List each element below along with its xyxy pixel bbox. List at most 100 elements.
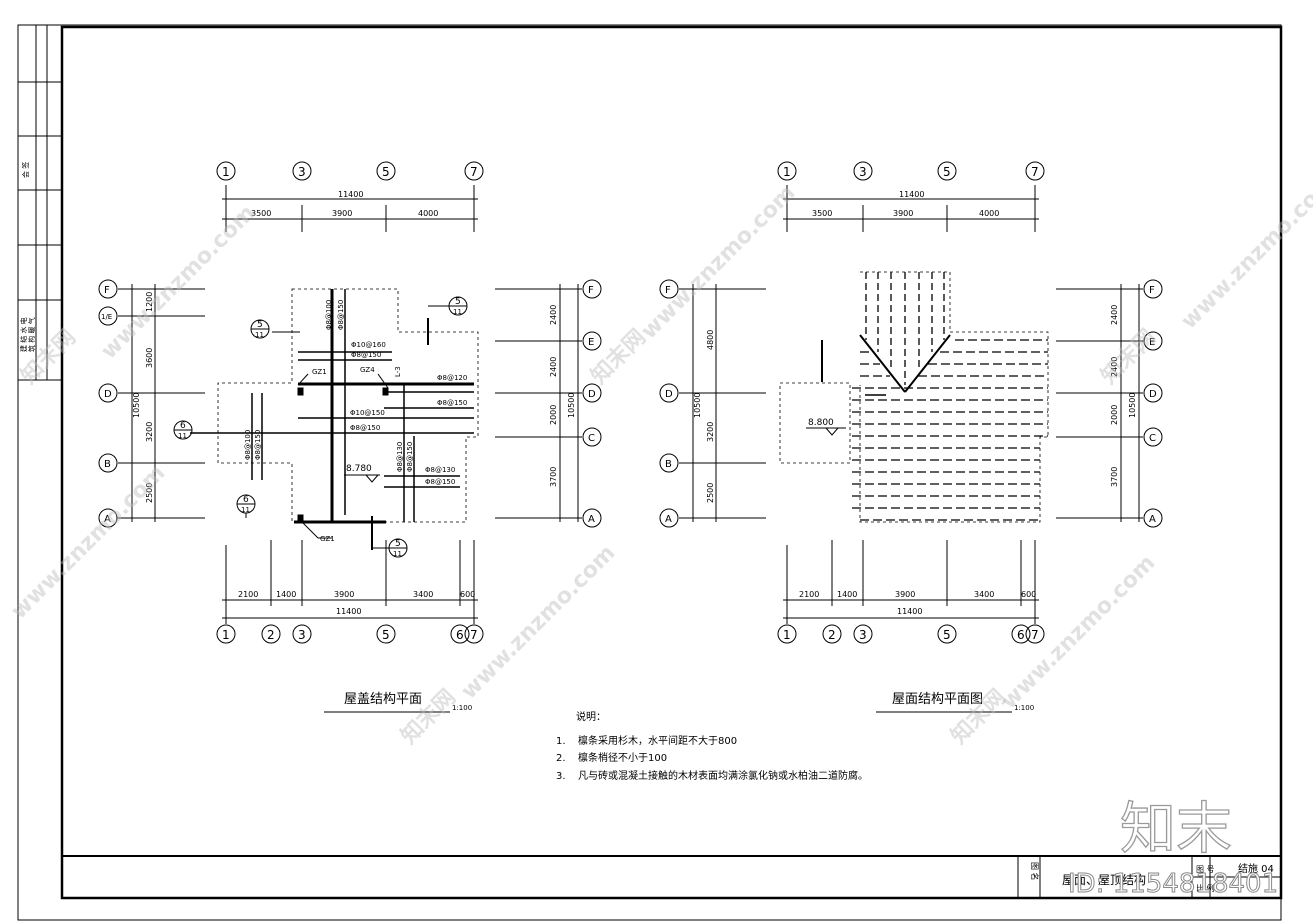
rp-axis-right-A: A [1149,514,1156,525]
label-drawing-name: 图 名 [1030,862,1040,881]
note-3-num: 3. [556,771,566,782]
rp-axis-right-C: C [1149,433,1156,444]
watermark-site-2: www.znzmo.com [637,180,801,344]
rp-dim-right-3: 2000 [1110,405,1119,425]
rp-dim-bot-2: 1400 [837,590,857,599]
inner-border [60,25,1283,900]
watermark-logo: 知末 [1120,797,1232,862]
label-drawing-number: 图 号 [1196,865,1215,874]
rp-axis-bot-3: 3 [859,628,867,642]
rp-dim-left-2: 3200 [706,422,715,442]
lp-axis-top-3: 3 [298,165,306,179]
lp-sec-e-sheet: 11 [241,506,250,514]
watermark-site-6: www.znzmo.com [7,460,171,624]
lp-rebar-4: Φ8@150 [351,351,381,359]
lp-axis-bot-5: 5 [382,628,390,642]
rp-axis-bot-7: 7 [1031,628,1039,642]
rp-dim-top-2: 3900 [893,209,913,218]
lp-rebar-13: Φ8@130 [425,466,455,474]
lp-sec-d-num: 6 [180,421,186,431]
drawing-name: 屋面、屋顶结构 [1062,872,1146,887]
lp-dim-top-2: 3900 [332,209,352,218]
note-2-text: 檩条梢径不小于100 [578,751,667,764]
lp-rebar-6: Φ8@150 [437,399,467,407]
rp-dim-top-3: 4000 [979,209,999,218]
lp-rebar-2: Φ8@150 [337,300,345,330]
lp-gz1a: GZ1 [312,368,327,376]
lp-rebar-7: Φ10@150 [350,409,385,417]
lp-rebar-9: Φ8@100 [244,430,252,460]
watermark-brand-2: 知末网 [586,324,651,389]
rp-dim-right-4: 3700 [1110,467,1119,487]
lp-elevation: 8.780 [346,464,372,474]
lp-dim-right-1: 2400 [549,305,558,325]
lp-dim-bot-1: 2100 [238,590,258,599]
lp-dim-bot-5: 600 [460,590,475,599]
rp-axis-bot-2: 2 [828,628,836,642]
lp-rebar-3: Φ10@160 [351,341,386,349]
lp-dim-right-2: 2400 [549,357,558,377]
strip-text-b: 建 结 水 电 [19,317,28,352]
outer-border [17,24,1282,921]
lp-axis-bot-2: 2 [267,628,275,642]
lp-axis-right-F: F [588,285,594,296]
rp-axis-bot-5: 5 [943,628,951,642]
lp-l3: L-3 [394,366,402,377]
lp-axis-left-B: B [104,459,111,470]
rp-dim-left-1: 4800 [706,330,715,350]
note-3-text: 凡与砖或混凝土接触的木材表面均满涂氯化钠或水柏油二道防腐。 [578,769,868,782]
lp-rebar-14: Φ8@150 [425,478,455,486]
rp-axis-left-B: B [665,459,672,470]
title-block-lines [1017,856,1281,898]
rp-title: 屋面结构平面图 [892,692,983,707]
watermarks: www.znzmo.com www.znzmo.com www.znzmo.co… [7,170,1313,749]
lp-axis-top-7: 7 [470,165,478,179]
notes-heading: 说明： [576,710,606,723]
watermark-site-3: www.znzmo.com [1177,170,1313,334]
rp-dim-left-total: 10500 [693,393,702,418]
lp-dim-right-3: 2000 [549,405,558,425]
rp-axis-top-7: 7 [1031,165,1039,179]
rp-dim-right-1: 2400 [1110,305,1119,325]
watermark-site-4: www.znzmo.com [457,540,621,704]
rp-elevation: 8.800 [808,418,834,428]
lp-axis-top-1: 1 [222,165,230,179]
lp-rebar-10: Φ8@150 [254,430,262,460]
rp-axis-top-3: 3 [859,165,867,179]
lp-axis-left-A: A [104,514,111,525]
lp-dim-left-3: 3200 [145,422,154,442]
lp-dim-top-3: 4000 [418,209,438,218]
left-strip [18,25,62,381]
rp-scale: 1:100 [1014,704,1034,712]
lp-sec-c-sheet: 11 [393,550,402,558]
lp-axis-bot-6: 6 [456,628,464,642]
lp-axis-right-D: D [588,389,596,400]
rp-axis-bot-1: 1 [783,628,791,642]
lp-axis-right-E: E [588,337,594,348]
lp-dim-bot-4: 3400 [413,590,433,599]
lp-dim-left-1: 1200 [145,292,154,312]
rp-dim-top-1: 3500 [812,209,832,218]
lp-axis-bot-3: 3 [298,628,306,642]
lp-axis-left-F: F [104,285,110,296]
lp-axis-top-5: 5 [382,165,390,179]
rp-axis-right-F: F [1149,285,1155,296]
lp-axis-right-C: C [588,433,595,444]
lp-sec-c-num: 5 [395,539,401,549]
watermark-brand-3: 知末网 [1096,324,1161,389]
rp-dim-bot-5: 600 [1021,590,1036,599]
lp-dim-left-4: 2500 [145,483,154,503]
lp-dim-right-4: 3700 [549,467,558,487]
lp-axis-left-D: D [104,389,112,400]
rp-axis-bot-6: 6 [1017,628,1025,642]
lp-dim-top-1: 3500 [251,209,271,218]
rp-dim-bot-3: 3900 [895,590,915,599]
lp-rebar-11: Φ8@130 [396,442,404,472]
note-1-num: 1. [556,736,566,747]
lp-rebar-5: Φ8@120 [437,374,467,382]
rp-dim-left-3: 2500 [706,483,715,503]
rp-dim-right-2: 2400 [1110,357,1119,377]
rp-axis-left-D: D [665,389,673,400]
rp-axis-right-D: D [1149,389,1157,400]
